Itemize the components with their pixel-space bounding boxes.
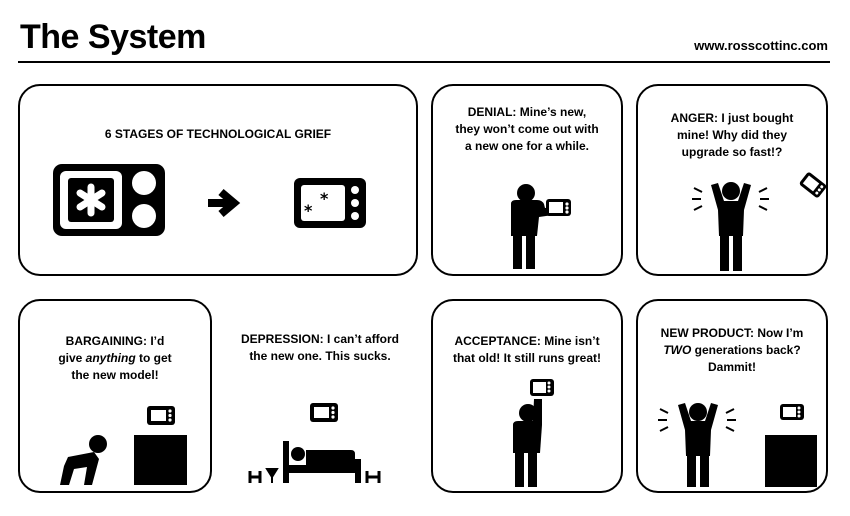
- panel-bargaining: BARGAINING: I’d give anything to get the…: [18, 299, 212, 493]
- stage-label: BARGAINING:: [65, 334, 147, 348]
- bargaining-caption: BARGAINING: I’d give anything to get the…: [58, 334, 172, 382]
- stage-label: ANGER:: [670, 111, 718, 125]
- stage-label: DENIAL:: [467, 105, 517, 119]
- anger-figure: [692, 172, 826, 271]
- stage-label: ACCEPTANCE:: [454, 334, 541, 348]
- header-divider: [18, 61, 830, 63]
- stage-label: DEPRESSION:: [240, 332, 324, 346]
- panel-anger: ANGER: I just bought mine! Why did they …: [636, 84, 828, 276]
- arrow-right-icon: [208, 188, 241, 218]
- svg-text:*: *: [304, 201, 313, 220]
- nightstand-icon: [248, 468, 381, 483]
- device-icon: [530, 379, 554, 396]
- denial-caption: DENIAL: Mine’s new, they won’t come out …: [455, 105, 599, 153]
- device-icon: [799, 172, 826, 198]
- depression-figure: [248, 403, 381, 483]
- panel-acceptance: ACCEPTANCE: Mine isn’t that old! It stil…: [431, 299, 623, 493]
- intro-heading: 6 STAGES OF TECHNOLOGICAL GRIEF: [104, 127, 332, 141]
- acceptance-figure: [513, 379, 554, 487]
- panel-denial: DENIAL: Mine’s new, they won’t come out …: [431, 84, 623, 276]
- bed-icon: [283, 441, 361, 483]
- stage-label: NEW PRODUCT:: [660, 326, 754, 340]
- device-icon: [147, 406, 175, 425]
- device-icon: [780, 404, 804, 420]
- intro-illustration: * *: [53, 164, 366, 236]
- shake-lines: [692, 187, 769, 211]
- device-icon: [546, 199, 571, 216]
- old-device-icon: [53, 164, 165, 236]
- acceptance-caption: ACCEPTANCE: Mine isn’t that old! It stil…: [452, 334, 601, 365]
- new-device-icon: * *: [294, 178, 366, 228]
- panel-new-product: NEW PRODUCT: Now I’m TWO generations bac…: [636, 299, 828, 493]
- panel-depression: DEPRESSION: I can’t afford the new one. …: [223, 299, 417, 493]
- new-product-caption: NEW PRODUCT: Now I’m TWO generations bac…: [660, 326, 804, 374]
- depression-caption: DEPRESSION: I can’t afford the new one. …: [240, 332, 400, 363]
- shake-lines: [658, 408, 736, 432]
- site-url: www.rosscottinc.com: [694, 38, 828, 53]
- panel-intro: 6 STAGES OF TECHNOLOGICAL GRIEF * *: [18, 84, 418, 276]
- denial-figure: [511, 184, 571, 269]
- anger-caption: ANGER: I just bought mine! Why did they …: [670, 111, 794, 159]
- bargaining-figure: [60, 406, 187, 485]
- svg-text:*: *: [320, 189, 329, 208]
- page-title: The System: [20, 18, 206, 56]
- new-product-figure: [658, 403, 817, 487]
- device-icon: [310, 403, 338, 422]
